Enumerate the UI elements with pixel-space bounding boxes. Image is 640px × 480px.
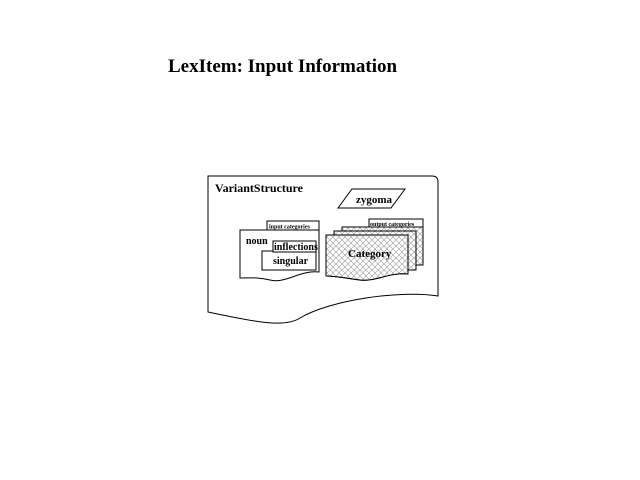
inflections-label: inflections <box>274 242 318 253</box>
inflections-box <box>272 240 317 253</box>
category-label: Category <box>348 248 392 260</box>
input-categories-label: input categories <box>269 225 310 231</box>
zygoma-parallelogram <box>337 188 406 209</box>
variant-structure-label: VariantStructure <box>215 181 304 195</box>
category-document <box>325 234 409 281</box>
noun-label: noun <box>246 236 268 247</box>
zygoma-label: zygoma <box>356 194 393 206</box>
singular-label: singular <box>273 256 309 267</box>
page-title: LexItem: Input Information <box>168 56 397 77</box>
output-categories-label: output categories <box>370 222 415 228</box>
variant-structure-document <box>207 175 439 324</box>
